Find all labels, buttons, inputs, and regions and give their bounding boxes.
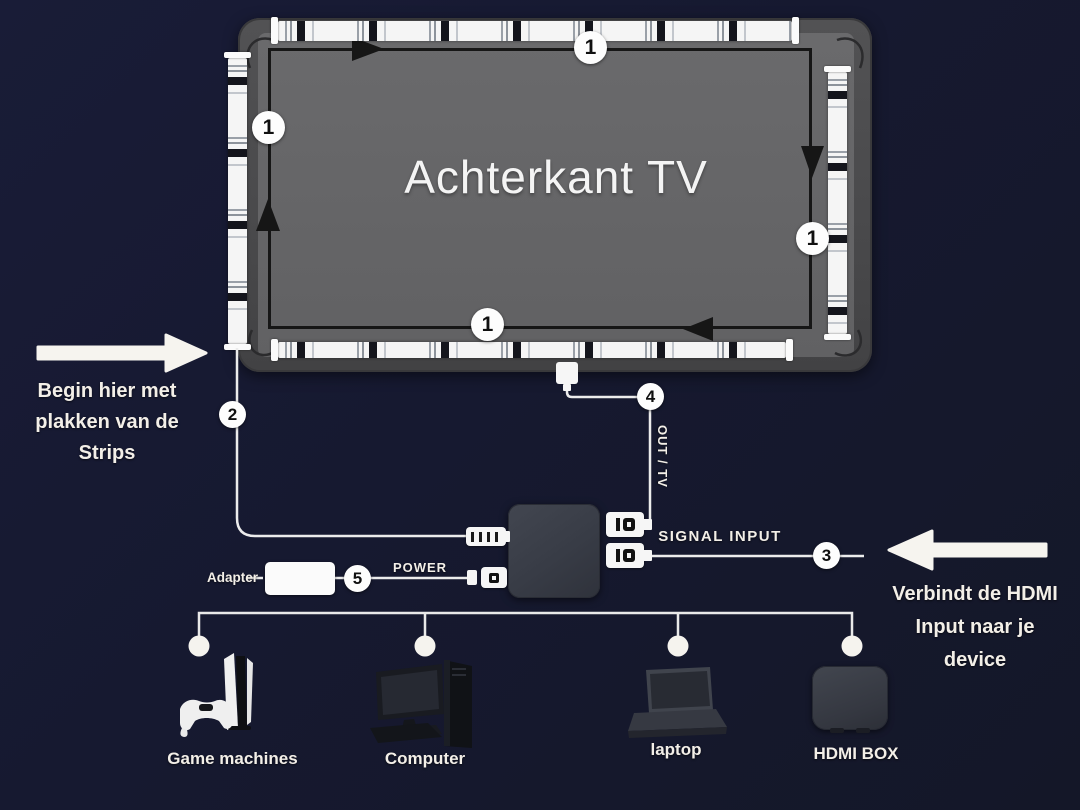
begin-here-note: Begin hier met plakken van de Strips (35, 380, 179, 464)
step-marker-1: 1 (471, 308, 504, 341)
begin-here-arrow-icon (36, 333, 208, 373)
hdmi-port-icon (615, 518, 620, 531)
out-tv-port (606, 512, 644, 537)
device-connection-dot (841, 635, 863, 657)
power-plug (467, 570, 477, 585)
hdmi-port-icon (622, 549, 635, 562)
led-strip-top (278, 21, 792, 41)
step-marker-1: 1 (796, 222, 829, 255)
computer-icon (370, 660, 472, 748)
adapter-label: Adapter (206, 570, 258, 585)
device-connection-dot (188, 635, 210, 657)
led-strip-left (228, 58, 247, 344)
tv-back-panel (258, 33, 854, 357)
pin-connector-icon (471, 531, 501, 542)
signal-port-pin (643, 550, 652, 561)
hdmi-box-foot (856, 728, 870, 733)
strip-end-cap (271, 17, 278, 44)
device-distribution-line (197, 611, 854, 644)
strip-end-cap (271, 339, 278, 361)
hdmi-port-icon (622, 518, 635, 531)
hdmi-port-icon (615, 549, 620, 562)
out-tv-wire (643, 409, 652, 529)
strip-end-cap (224, 52, 251, 58)
strip-port-pin (503, 531, 510, 542)
strip-end-cap (824, 66, 851, 72)
power-port-icon (489, 572, 499, 583)
device-connection-dot (667, 635, 689, 657)
strip-input-port (466, 527, 506, 546)
laptop-label: laptop (650, 740, 702, 759)
signal-input-label: SIGNAL INPUT (658, 528, 782, 545)
power-label: POWER (392, 560, 448, 575)
connect-hdmi-arrow-icon (887, 529, 1048, 571)
power-port (481, 567, 507, 588)
power-adapter (265, 562, 335, 595)
step-marker-2: 2 (219, 401, 246, 428)
tv-back-title: Achterkant TV (404, 151, 708, 203)
step-marker-4: 4 (637, 383, 664, 410)
game-machines-label: Game machines (167, 749, 298, 768)
connect-hdmi-note: Verbindt de HDMI Input naar je device (892, 583, 1058, 671)
hdmi-box-icon (812, 666, 888, 730)
out-tv-port-pin (643, 519, 652, 530)
out-tv-label: OUT / TV (655, 425, 670, 488)
strip-routing-path (268, 48, 812, 329)
led-controller-box (508, 504, 600, 598)
hdmi-box-foot (830, 728, 844, 733)
step-marker-5: 5 (344, 565, 371, 592)
step-marker-1: 1 (574, 31, 607, 64)
laptop-icon (628, 667, 727, 738)
strip-output-wire (235, 348, 466, 538)
led-strip-bottom (278, 342, 786, 358)
step-marker-1: 1 (252, 111, 285, 144)
bottom-strip-connector-pin (563, 384, 571, 391)
device-connection-dot (414, 635, 436, 657)
signal-input-port (606, 543, 644, 568)
bottom-strip-connector (556, 362, 578, 384)
out-tv-wire-top (565, 388, 648, 399)
game-machines-icon (180, 653, 253, 737)
led-strip-right (828, 72, 847, 334)
strip-end-cap (792, 17, 799, 44)
hdmi-box-label: HDMI BOX (813, 744, 899, 763)
computer-label: Computer (384, 749, 466, 768)
step-marker-3: 3 (813, 542, 840, 569)
strip-end-cap (786, 339, 793, 361)
strip-end-cap (224, 344, 251, 350)
strip-end-cap (824, 334, 851, 340)
